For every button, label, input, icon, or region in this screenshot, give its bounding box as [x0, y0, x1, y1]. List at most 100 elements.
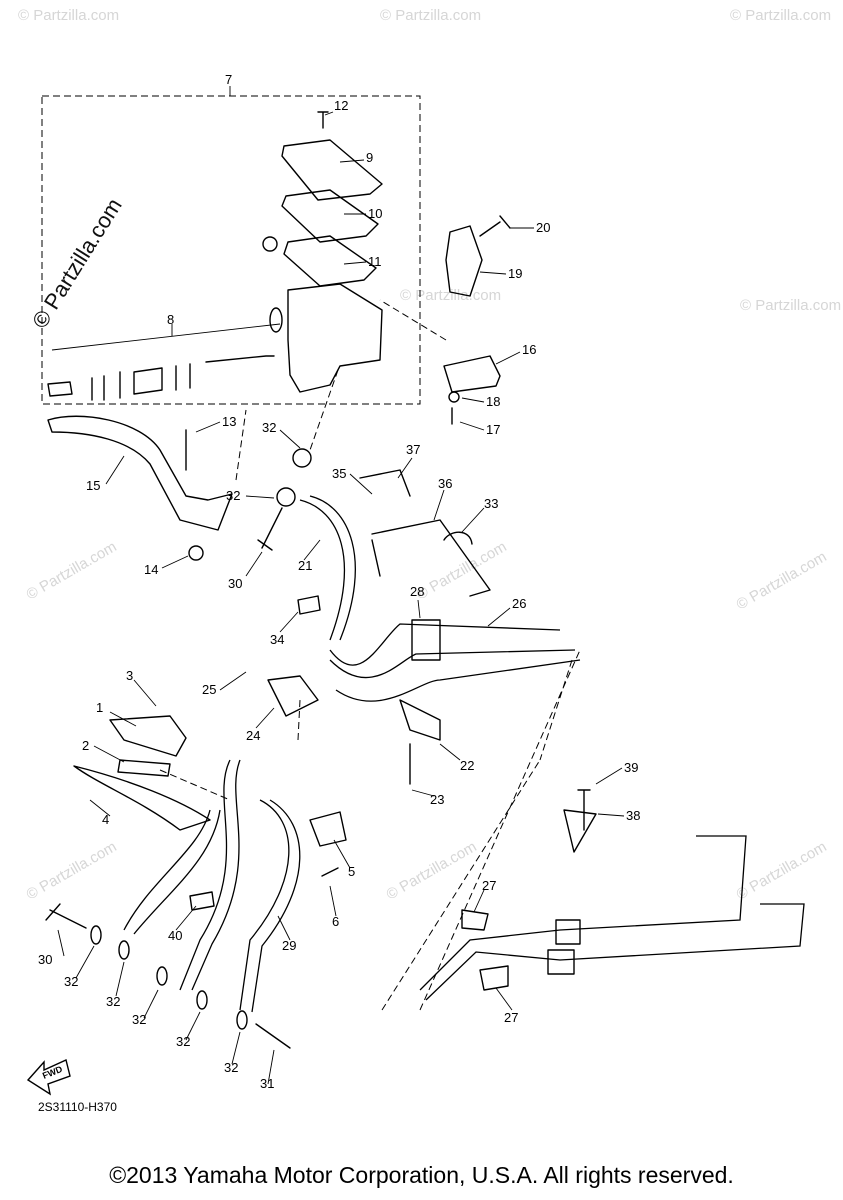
callout-32e: 32 [132, 1012, 146, 1027]
callout-11: 11 [368, 254, 382, 269]
callout-14: 14 [144, 562, 158, 577]
gasket [118, 940, 130, 960]
callout-30b: 30 [38, 952, 52, 967]
callout-32f: 32 [176, 1034, 190, 1049]
bushing [262, 236, 278, 252]
callout-24: 24 [246, 728, 260, 743]
bracket-36 [371, 519, 491, 597]
brake-hose-21 [299, 499, 346, 641]
callout-2: 2 [82, 738, 89, 753]
clamp-34 [297, 595, 321, 615]
clip-33 [443, 531, 473, 545]
callout-32b: 32 [226, 488, 240, 503]
callout-12: 12 [334, 98, 348, 113]
brake-hose-lower [123, 809, 221, 935]
watermark: © Partzilla.com [730, 7, 831, 24]
joint-blocks [547, 919, 581, 975]
watermark: © Partzilla.com [414, 538, 510, 603]
callout-31: 31 [260, 1076, 274, 1091]
callout-28: 28 [410, 584, 424, 599]
watermark: © Partzilla.com [18, 7, 119, 24]
callout-7: 7 [225, 72, 232, 87]
callout-33: 33 [484, 496, 498, 511]
callout-27b: 27 [504, 1010, 518, 1025]
callout-29: 29 [282, 938, 296, 953]
watermark: © Partzilla.com [400, 287, 501, 304]
callout-34: 34 [270, 632, 284, 647]
diaphragm [283, 235, 377, 287]
watermark: © Partzilla.com [24, 538, 120, 603]
callout-21: 21 [298, 558, 312, 573]
callout-10: 10 [368, 206, 382, 221]
gasket [90, 925, 102, 945]
callout-37: 37 [406, 442, 420, 457]
callout-30: 30 [228, 576, 242, 591]
joint-28 [411, 619, 441, 661]
master-cylinder-body [287, 283, 383, 393]
diaphragm-plate [281, 189, 379, 243]
assembly-outline [41, 95, 421, 405]
callout-36: 36 [438, 476, 452, 491]
callout-25: 25 [202, 682, 216, 697]
bracket-5 [309, 811, 347, 877]
callouts: 7 12 9 10 20 11 19 8 16 18 17 13 32 15 3… [38, 72, 640, 1091]
clip-2 [117, 759, 171, 777]
callout-15: 15 [86, 478, 100, 493]
diagram-code: 2S31110-H370 [38, 1100, 117, 1114]
guide-4 [73, 765, 211, 831]
screw-12 [317, 111, 329, 129]
union-bolt-30b [45, 903, 87, 929]
cover-1 [109, 715, 187, 757]
callout-17: 17 [486, 422, 500, 437]
callout-9: 9 [366, 150, 373, 165]
callout-39: 39 [624, 760, 638, 775]
section-outline [381, 649, 581, 1011]
callout-32d: 32 [106, 994, 120, 1009]
callout-38: 38 [626, 808, 640, 823]
hoses-upper [329, 623, 581, 702]
callout-6: 6 [332, 914, 339, 929]
bracket-38 [563, 809, 597, 853]
gasket [156, 966, 168, 986]
bracket-22 [399, 699, 441, 785]
bolt-20 [479, 215, 511, 237]
callout-35: 35 [332, 466, 346, 481]
union-bolt-31 [255, 1023, 291, 1049]
callout-27: 27 [482, 878, 496, 893]
callout-3: 3 [126, 668, 133, 683]
brake-pipes-right [419, 835, 805, 1001]
bolt-39 [577, 789, 591, 831]
callout-4: 4 [102, 812, 109, 827]
gasket-32 [292, 448, 312, 468]
callout-20: 20 [536, 220, 550, 235]
holder-19 [445, 225, 483, 297]
boot [269, 307, 283, 333]
bracket-24 [267, 675, 319, 717]
callout-26: 26 [512, 596, 526, 611]
callout-8: 8 [167, 312, 174, 327]
callout-40: 40 [168, 928, 182, 943]
watermark: © Partzilla.com [740, 297, 841, 314]
callout-32c: 32 [64, 974, 78, 989]
callout-22: 22 [460, 758, 474, 773]
piston-kit [47, 355, 275, 401]
gasket-32b [276, 487, 296, 507]
clamp-40 [189, 891, 215, 911]
brake-switch [443, 355, 501, 393]
union-bolt-30 [257, 507, 283, 551]
watermark: © Partzilla.com [384, 838, 480, 903]
clamp-27b [479, 965, 509, 991]
bracket-37 [359, 469, 411, 497]
callout-32g: 32 [224, 1060, 238, 1075]
reservoir-cap [281, 139, 383, 201]
callout-23: 23 [430, 792, 444, 807]
callout-1: 1 [96, 700, 103, 715]
washer-18 [448, 391, 460, 403]
watermark: © Partzilla.com [734, 548, 830, 613]
watermark: © Partzilla.com [24, 838, 120, 903]
nut-14 [188, 545, 204, 561]
clamp-27a [461, 909, 489, 931]
brake-lever [47, 415, 233, 531]
watermark: © Partzilla.com [380, 7, 481, 24]
